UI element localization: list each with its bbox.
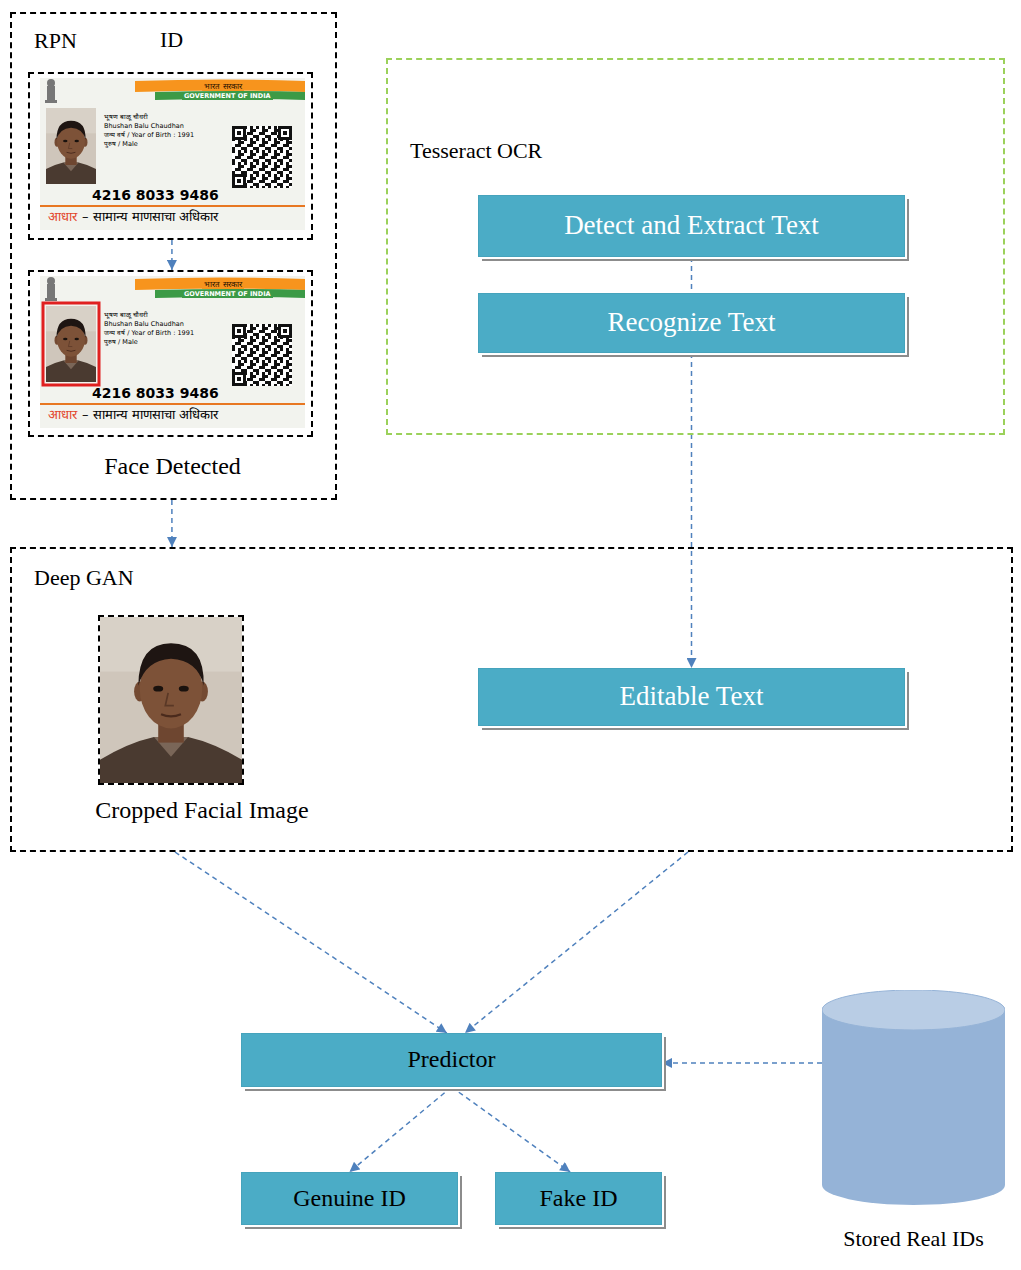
dashed-arrow	[350, 1087, 452, 1172]
region-label: Deep GAN	[34, 565, 134, 590]
region-label: RPN	[34, 28, 77, 53]
card-text: – सामान्य माणसाचा अधिकार	[82, 210, 218, 225]
card-text: Bhushan Balu Chaudhan	[104, 321, 184, 328]
face-image-frame: Cropped Facial Image	[98, 615, 244, 785]
cylinder-outline	[822, 990, 1005, 1205]
caption: Cropped Facial Image	[29, 797, 375, 825]
region-box: Deep GAN Cropped Facial Image Editable Tex…	[10, 547, 1013, 852]
card-text: भारत सरकार	[202, 280, 244, 289]
database-cylinder: Stored Real IDs	[822, 990, 1005, 1205]
card-footer: आधार – सामान्य माणसाचा अधिकार	[48, 408, 218, 423]
process-box: Recognize Text	[478, 293, 905, 353]
card-text: 4216 8033 9486	[92, 385, 219, 401]
result-box: Genuine ID	[241, 1172, 458, 1225]
dashed-arrow	[171, 240, 173, 270]
card-text: पुरुष / Male	[104, 141, 138, 148]
dashed-arrow	[691, 257, 693, 293]
card-text: जन्म वर्ष / Year of Birth : 1991	[104, 132, 194, 139]
region-box: RPN ID भारत सरकार GOVERNMENT OF INDIA भूषण ब…	[10, 12, 337, 500]
card-text: भारत सरकार	[202, 82, 244, 91]
card-text: भूषण बाळू चौधरी	[104, 312, 148, 319]
id-card: IDभारत सरकारGOVERNMENT OF INDIAभूषण बाळू…	[28, 72, 313, 240]
card-text: Bhushan Balu Chaudhan	[104, 123, 184, 130]
dashed-arrow	[452, 1087, 571, 1172]
card-text: भूषण बाळू चौधरी	[104, 114, 148, 121]
caption: Stored Real IDs	[802, 1226, 1021, 1251]
box-label: Detect and Extract Text	[564, 210, 819, 241]
process-box: Predictor	[241, 1033, 662, 1087]
card-text: जन्म वर्ष / Year of Birth : 1991	[104, 330, 194, 337]
box-label: Recognize Text	[608, 307, 776, 338]
process-box: Editable Text	[478, 668, 905, 726]
card-footer: आधार – सामान्य माणसाचा अधिकार	[48, 210, 218, 225]
card-text: 4216 8033 9486	[92, 187, 219, 203]
dashed-arrow	[691, 353, 693, 668]
result-box: Fake ID	[495, 1172, 662, 1225]
dashed-arrow	[662, 1062, 822, 1064]
caption: Face Detected	[0, 453, 345, 481]
dashed-arrow	[171, 500, 173, 547]
card-text: – सामान्य माणसाचा अधिकार	[82, 408, 218, 423]
region-label: Tesseract OCR	[410, 138, 542, 163]
region-box: Tesseract OCR Detect and Extract TextReco…	[386, 58, 1005, 435]
box-label: Genuine ID	[293, 1185, 406, 1213]
card-text: GOVERNMENT OF INDIA	[182, 93, 273, 100]
id-card: भारत सरकार GOVERNMENT OF INDIA भूषण बाळू च…	[28, 270, 313, 437]
process-box: Detect and Extract Text	[478, 195, 905, 257]
box-label: Fake ID	[540, 1185, 618, 1213]
dashed-arrow	[175, 852, 447, 1033]
card-text: आधार	[48, 408, 77, 423]
box-label: Editable Text	[620, 681, 764, 712]
region-label: ID	[160, 27, 183, 52]
dashed-arrow	[465, 852, 688, 1033]
card-text: आधार	[48, 210, 77, 225]
box-label: Predictor	[408, 1046, 496, 1074]
card-text: पुरुष / Male	[104, 339, 138, 346]
card-text: GOVERNMENT OF INDIA	[182, 291, 273, 298]
